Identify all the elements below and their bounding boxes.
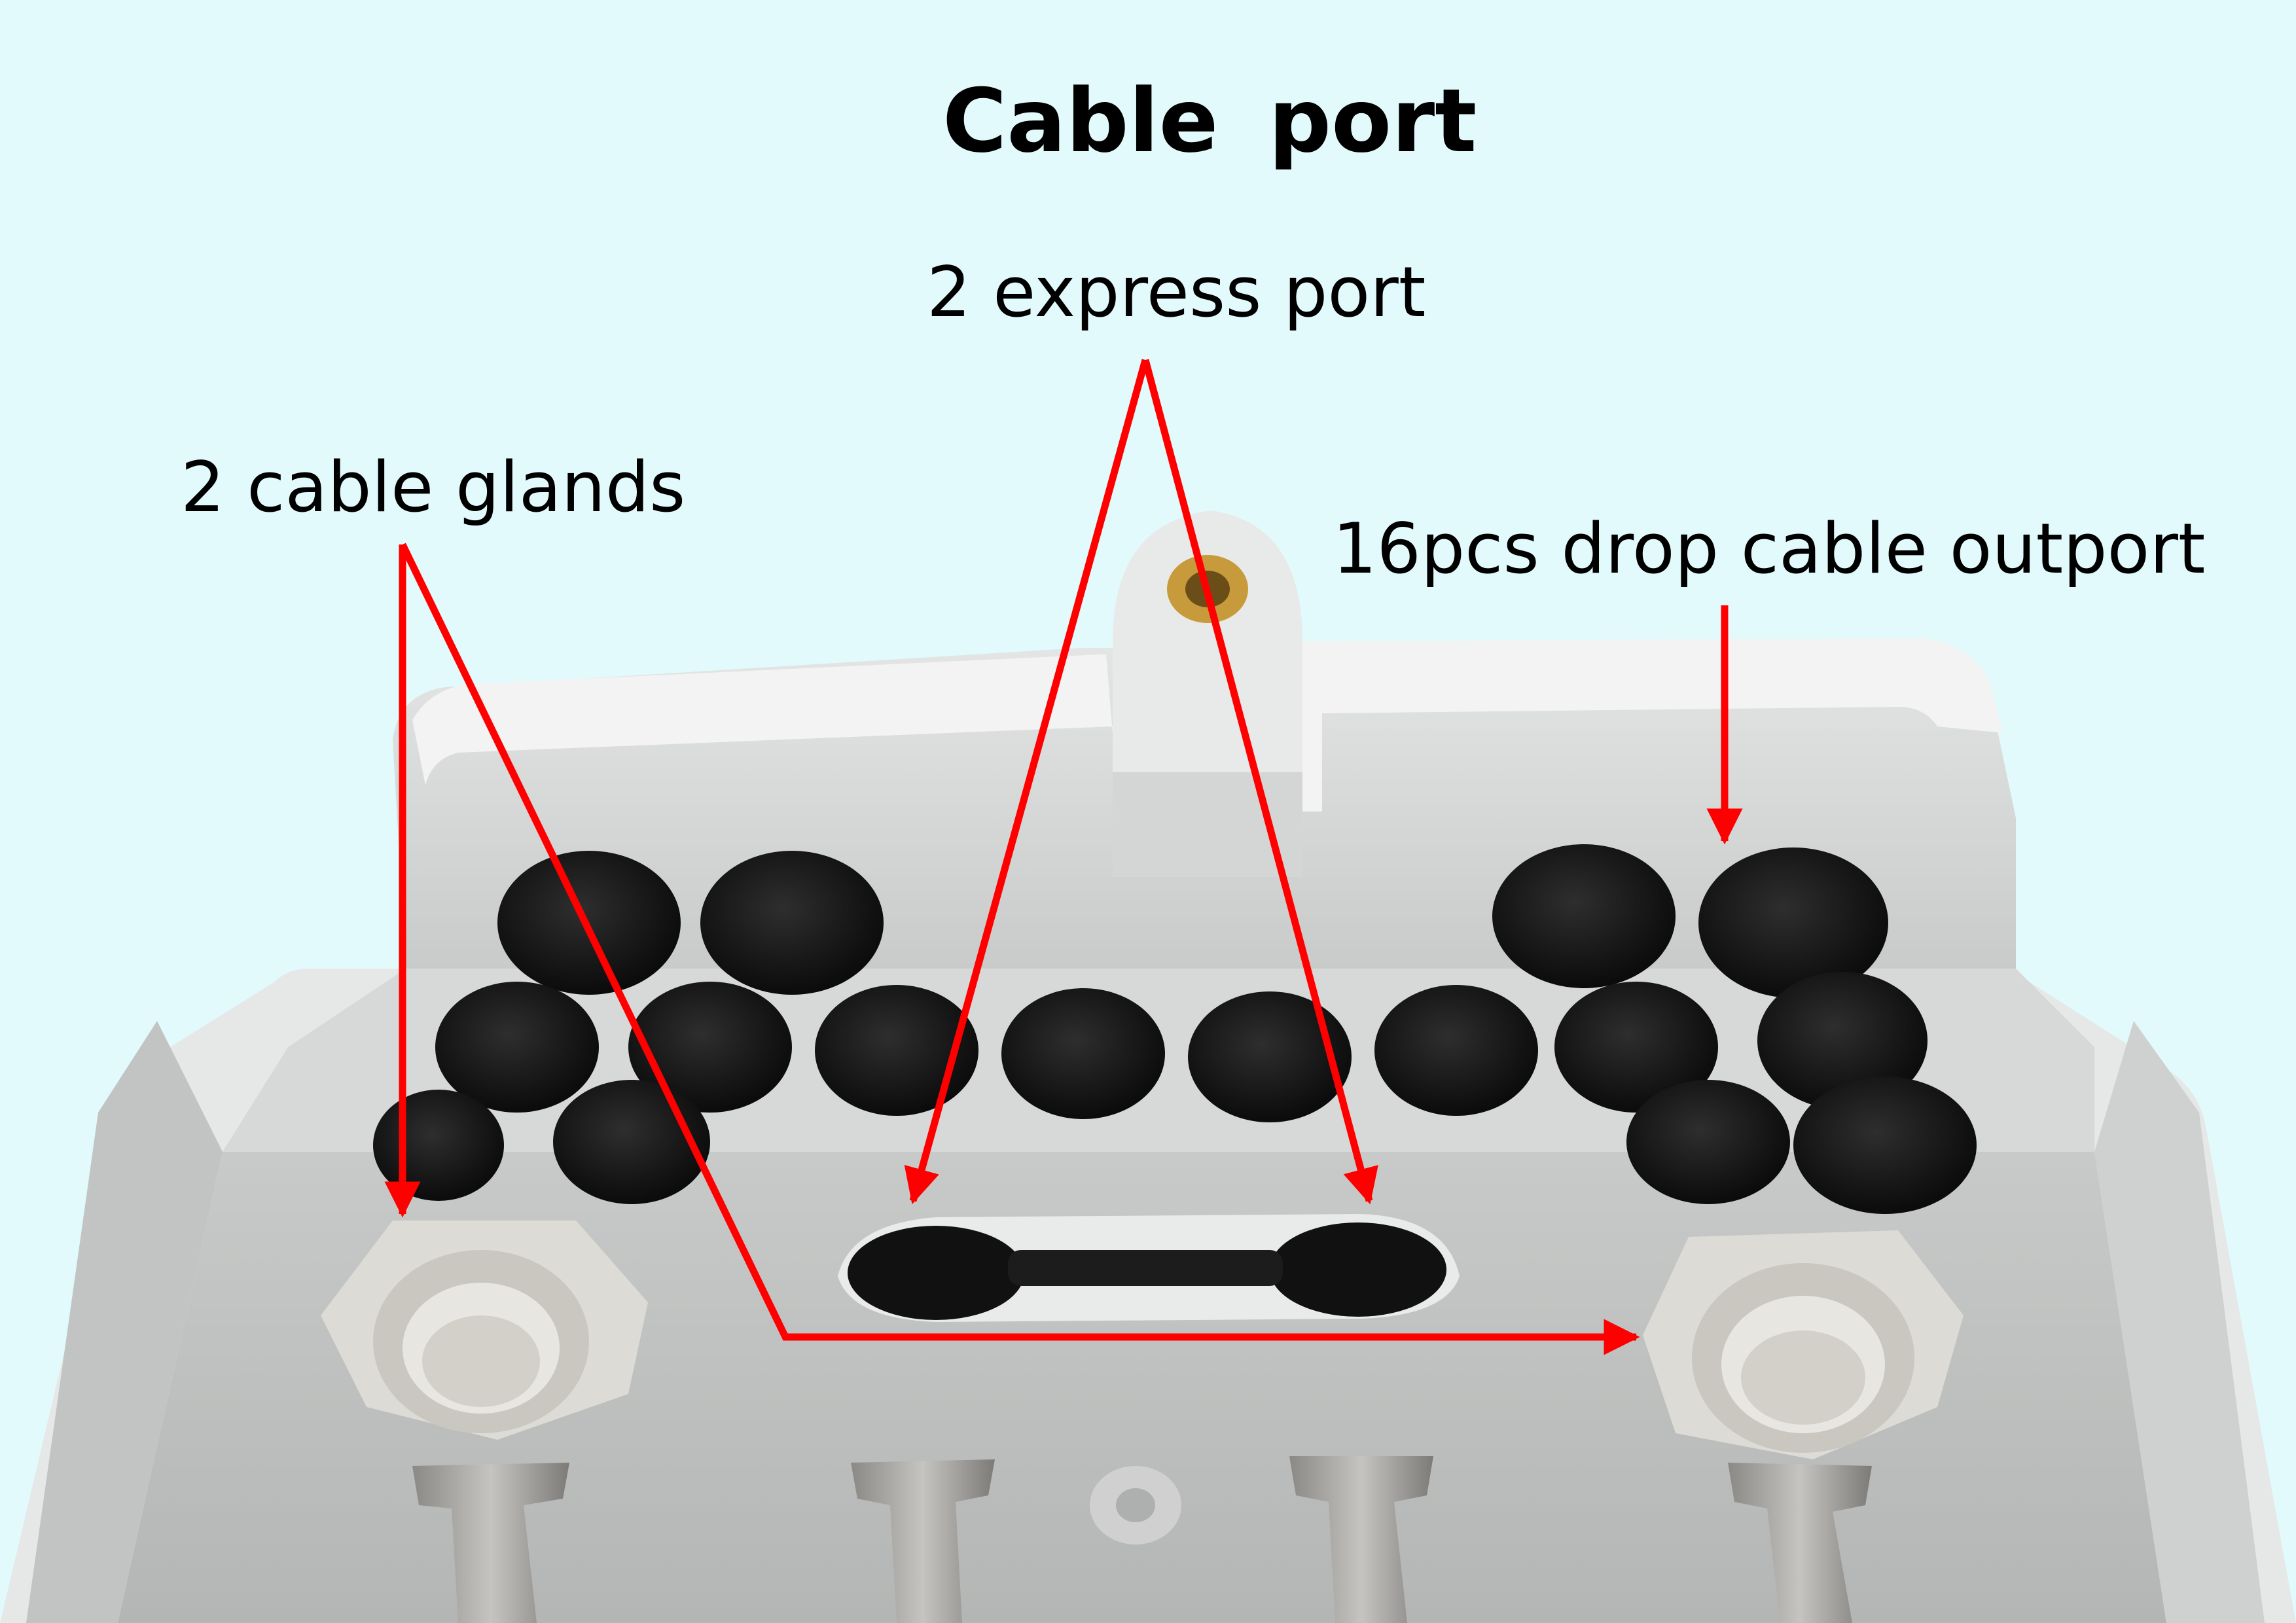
arrow-express-left [904, 359, 1149, 1205]
grommet [1001, 988, 1165, 1119]
arrow-glands-right [399, 543, 1640, 1355]
drop-cable-outport-label: 16pcs drop cable outport [1333, 508, 2206, 589]
grommet [628, 982, 792, 1113]
grommet [1374, 985, 1538, 1116]
arrow-express-right [1141, 359, 1378, 1205]
cable-gland-left [321, 1221, 648, 1440]
express-port-label: 2 express port [927, 252, 1426, 332]
cable-gland-right [1643, 1230, 1964, 1459]
grommet [1757, 972, 1928, 1109]
grommet [435, 982, 599, 1113]
cable-glands-label: 2 cable glands [181, 447, 686, 527]
grommet [1793, 1077, 1977, 1214]
grommet [1188, 991, 1352, 1122]
grommet [815, 985, 978, 1116]
mounting-boss [1113, 510, 1302, 772]
grommet [1492, 844, 1676, 988]
grommet [1698, 847, 1888, 998]
grommet [1626, 1080, 1790, 1204]
annotation-arrows [384, 359, 1743, 1355]
grommet [373, 1090, 504, 1201]
grommet [1554, 982, 1718, 1113]
express-port [838, 1214, 1460, 1322]
grommet [700, 851, 884, 995]
metal-cable-clips [412, 1456, 1872, 1623]
grommet [553, 1080, 710, 1204]
page-title: Cable port [942, 70, 1477, 172]
